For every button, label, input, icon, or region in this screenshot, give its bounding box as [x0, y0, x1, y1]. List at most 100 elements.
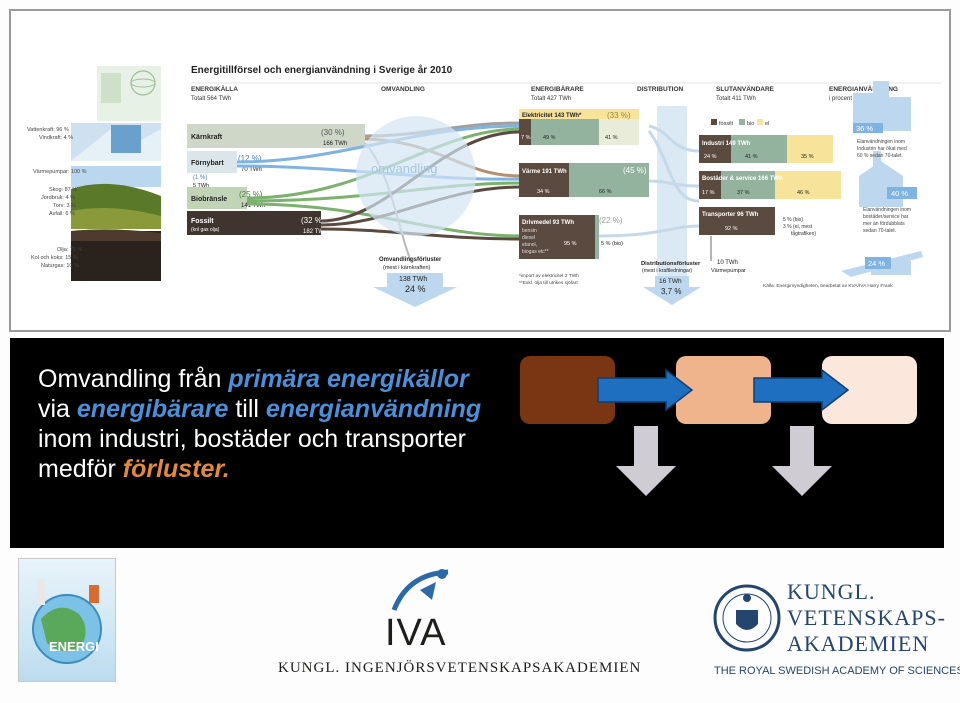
src-karnkraft-twh: 166 TWh [323, 141, 347, 147]
src-fornybart-pct: (12 %) [238, 154, 262, 163]
src-fossilt-sub: (kol gas olja) [191, 227, 220, 233]
conversion-loss-twh: 138 TWh [399, 276, 427, 283]
enduser-bostader-b: 37 % [737, 190, 750, 196]
carrier-driv-sub4: biogas etc** [522, 249, 549, 255]
fossil-ground-icon [71, 231, 161, 281]
carrier-varme-b: 66 % [599, 189, 612, 195]
label-naturgas: Naturgas: 10 % [41, 263, 79, 269]
enduser-industri-b: 41 % [745, 154, 758, 160]
col-energikalla: ENERGIKÄLLA [191, 85, 238, 93]
energi-title: ENERGI [49, 639, 99, 654]
col-omvandling: OMVANDLING [381, 86, 425, 93]
col-energikalla-total: Totalt 564 TWh [191, 96, 231, 102]
carrier-el-label: Elektricitet 143 TWh* [522, 113, 582, 119]
dist-loss-arrow [643, 276, 701, 305]
carrier-footnote1: *import av elektricitet 2 TWh [519, 273, 579, 279]
banner-line3: inom industri, bostäder och transporter [38, 425, 466, 453]
carrier-driv-bio [595, 215, 599, 259]
label-kol: Kol och koks: 15 % [31, 255, 78, 261]
banner-line4-b: förluster. [122, 455, 230, 483]
carrier-driv-sub1: bensin [522, 228, 537, 234]
carrier-el-fossil [519, 115, 531, 145]
usage-transport-badge [865, 257, 891, 269]
enduser-bostader: Bostäder & service 166 TWh [702, 176, 783, 182]
carrier-el-header [519, 109, 639, 119]
usage-bostader-t4: sedan 70-talet. [863, 228, 896, 234]
carrier-driv-b: 5 % (bio) [601, 241, 623, 247]
enduser-transport-c: 3 % (el, mest [783, 224, 813, 230]
usage-industri-t1: Elanvändningen inom [857, 139, 905, 145]
globe-icon [32, 579, 102, 664]
dist-loss-pct: 3,7 % [661, 287, 681, 296]
conversion-loss-pct: 24 % [405, 284, 426, 294]
usage-transport-pct: 24 % [868, 259, 885, 268]
kva-seal-icon [713, 584, 781, 652]
enduser-industri: Industri 149 TWh [702, 141, 751, 147]
diagram-title: Energitillförsel och energianvändning i … [191, 64, 453, 76]
src-fossilt-pct: (32 %) [301, 216, 325, 225]
legend-el: el [765, 121, 769, 127]
carrier-el-bio [531, 115, 599, 145]
banner-line1-b: primära energikällor [228, 365, 469, 393]
enduser-industri-c: 35 % [801, 154, 814, 160]
energy-flow-diagram: Energitillförsel och energianvändning i … [9, 9, 951, 332]
bar-fossilt [187, 211, 321, 235]
enduser-transport-b: 5 % (bio) [783, 217, 803, 223]
footer: ENERGI IVA KUNGL. INGENJÖRSVETENSKAPSAKA… [0, 552, 960, 703]
conversion-circle [356, 116, 476, 236]
bar-biobransle [187, 187, 247, 209]
enduser-transport-fossil [699, 207, 775, 235]
col-slutanvandare: SLUTANVÄNDARE [716, 85, 775, 93]
banner: Omvandling från primära energikällor via… [10, 338, 944, 548]
usage-industri-t3: 60 % sedan 70-talet. [857, 153, 903, 159]
label-skog: Skog: 87 % [49, 187, 77, 193]
enduser-bostader-c: 46 % [797, 190, 810, 196]
carrier-driv-label: Drivmedel 93 TWh [522, 220, 574, 226]
usage-bostader-t3: mer än fördubblats [863, 221, 905, 227]
kva-english: THE ROYAL SWEDISH ACADEMY OF SCIENCES [714, 665, 960, 677]
banner-line1-a: Omvandling från [38, 365, 229, 393]
usage-bostader-pct: 40 % [891, 189, 908, 198]
carrier-el-pct: (33 %) [607, 111, 631, 120]
enduser-industri-a: 24 % [704, 154, 717, 160]
src-karnkraft-pct: (30 %) [321, 128, 345, 137]
carrier-footnote2: **Exkl. olja till utrikes sjöfart [519, 280, 578, 286]
carrier-varme-a: 34 % [537, 189, 550, 195]
banner-text: Omvandling från primära energikällor via… [38, 364, 528, 484]
carrier-driv-sub3: etanol, [522, 242, 537, 248]
kva-line2: VETENSKAPS- [787, 605, 946, 630]
usage-icons [841, 81, 923, 277]
enduser-bostader-el [775, 171, 841, 199]
enduser-industri-bio [731, 135, 787, 163]
col-energibarare: ENERGIBÄRARE [531, 85, 584, 93]
col-distribution: DISTRIBUTION [637, 86, 684, 93]
kva-line3: AKADEMIEN [787, 631, 930, 656]
enduser-industri-fossil [699, 135, 731, 163]
carrier-el-b: 49 % [543, 135, 556, 141]
carrier-driv-pct: (22 %) [599, 216, 623, 225]
enduser-bostader-fossil [699, 171, 721, 199]
conversion-loss-arrow [373, 273, 457, 307]
varmepumpar-twh: 10 TWh [717, 260, 738, 266]
label-vattenkraft: Vattenkraft: 96 % [27, 127, 69, 133]
arrow-right-icon [597, 368, 694, 412]
diagram-svg: Energitillförsel och energianvändning i … [27, 64, 941, 307]
usage-industri-t2: Industrin har ökat med [857, 146, 907, 152]
iva-runner-icon [391, 569, 449, 611]
legend-fossilt: fossilt [719, 121, 734, 127]
arrow-down-icon [772, 426, 832, 496]
carrier-varme-bio [569, 163, 649, 197]
banner-line2-a: via [38, 395, 77, 423]
dist-loss-title: Distributionsförluster [641, 261, 701, 267]
banner-line2-b: energibärare [76, 395, 229, 423]
arrow-down-icon [616, 426, 676, 496]
label-vindkraft: Vindkraft: 4 % [39, 135, 73, 141]
iva-mark: IVA [385, 612, 447, 654]
enduser-industri-el [787, 135, 833, 163]
varmepumpar-label: Värmepumpar [711, 268, 746, 274]
legend-bio: bio [747, 121, 754, 127]
src-fossilt-twh: 182 TWh [303, 229, 327, 235]
usage-industri-pct: 36 % [856, 124, 873, 133]
legend-el-swatch [757, 119, 763, 125]
carrier-el-c: 41 % [605, 135, 618, 141]
